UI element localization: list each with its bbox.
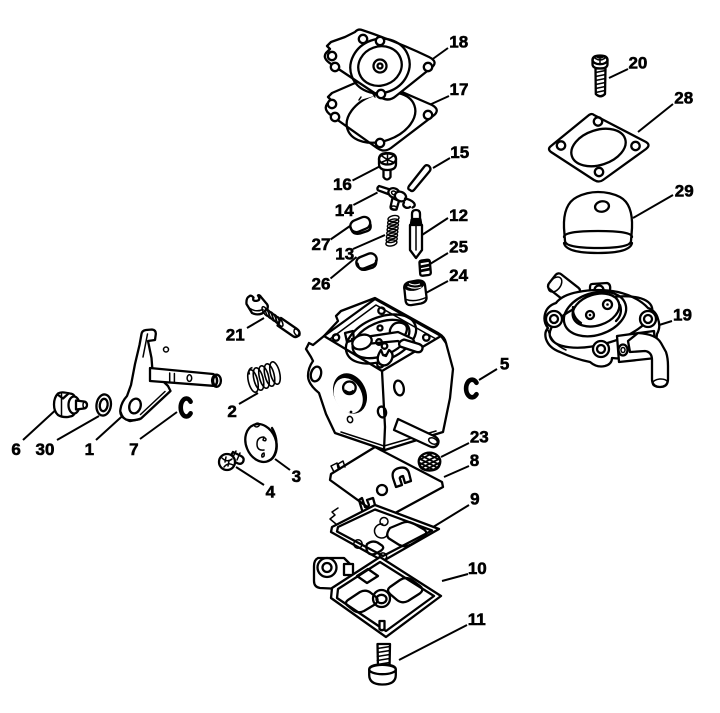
svg-text:8: 8 — [470, 451, 479, 470]
svg-text:11: 11 — [468, 610, 486, 629]
svg-text:25: 25 — [449, 238, 468, 257]
svg-text:19: 19 — [673, 306, 692, 325]
svg-text:4: 4 — [266, 483, 276, 502]
svg-text:2: 2 — [227, 402, 236, 421]
svg-text:21: 21 — [226, 326, 245, 345]
svg-text:9: 9 — [470, 489, 479, 508]
svg-text:14: 14 — [335, 201, 354, 220]
svg-text:3: 3 — [292, 467, 301, 486]
svg-text:20: 20 — [628, 54, 647, 73]
svg-text:13: 13 — [335, 245, 354, 264]
svg-text:12: 12 — [449, 206, 468, 225]
svg-text:28: 28 — [674, 89, 693, 108]
svg-text:24: 24 — [449, 266, 468, 285]
svg-text:26: 26 — [312, 275, 331, 294]
svg-text:30: 30 — [36, 440, 55, 459]
svg-text:1: 1 — [85, 440, 94, 459]
svg-text:15: 15 — [450, 143, 469, 162]
svg-text:29: 29 — [675, 182, 694, 201]
svg-text:5: 5 — [500, 354, 509, 373]
svg-text:18: 18 — [449, 32, 468, 51]
svg-text:27: 27 — [312, 235, 331, 254]
svg-text:6: 6 — [11, 440, 20, 459]
svg-text:10: 10 — [468, 559, 487, 578]
svg-text:7: 7 — [129, 440, 138, 459]
svg-text:23: 23 — [470, 428, 489, 447]
svg-text:17: 17 — [450, 80, 469, 99]
svg-text:16: 16 — [333, 175, 352, 194]
